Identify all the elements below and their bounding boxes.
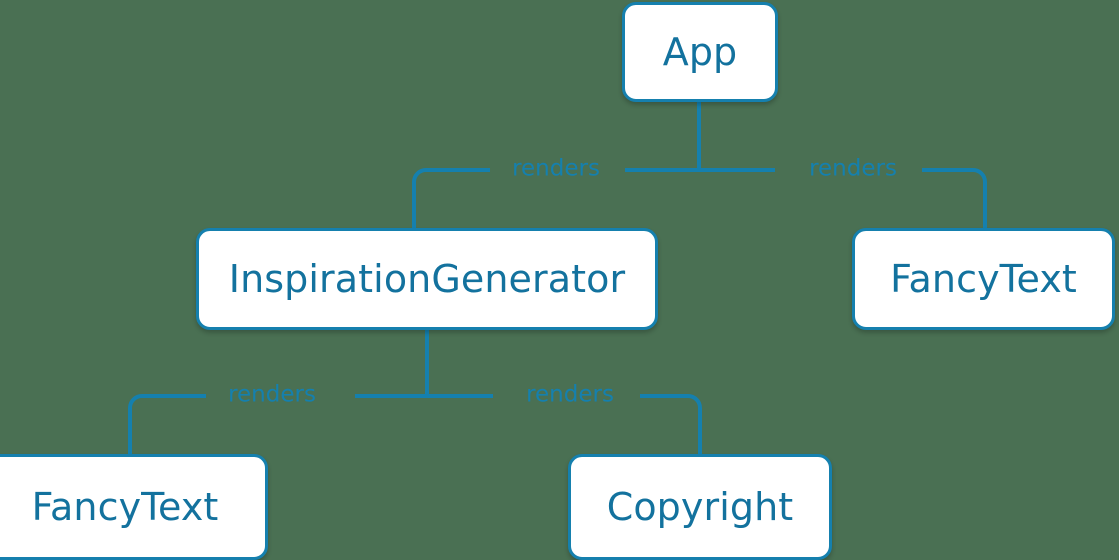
edge-insp-to-copyright-outer xyxy=(640,394,702,456)
edge-label-inspiration-to-fancytext: renders xyxy=(228,381,316,408)
node-inspiration-generator-label: InspirationGenerator xyxy=(228,257,626,301)
node-copyright-label: Copyright xyxy=(606,485,794,529)
node-app-label: App xyxy=(662,30,738,74)
edge-app-to-inspiration-outer xyxy=(412,168,490,228)
edge-label-inspiration-to-copyright: renders xyxy=(526,381,614,408)
node-app[interactable]: App xyxy=(622,2,778,102)
edge-label-app-to-fancytext: renders xyxy=(809,155,897,182)
node-fancytext-left[interactable]: FancyText xyxy=(0,454,268,560)
node-inspiration-generator[interactable]: InspirationGenerator xyxy=(196,228,658,330)
edge-label-app-to-inspiration: renders xyxy=(512,155,600,182)
node-fancytext-right-label: FancyText xyxy=(890,257,1077,301)
edge-insp-to-fancytext-outer xyxy=(128,394,206,456)
node-fancytext-left-label: FancyText xyxy=(31,485,219,529)
edge-app-to-fancytext-outer xyxy=(922,168,987,228)
node-fancytext-right[interactable]: FancyText xyxy=(852,228,1115,330)
node-copyright[interactable]: Copyright xyxy=(568,454,832,560)
